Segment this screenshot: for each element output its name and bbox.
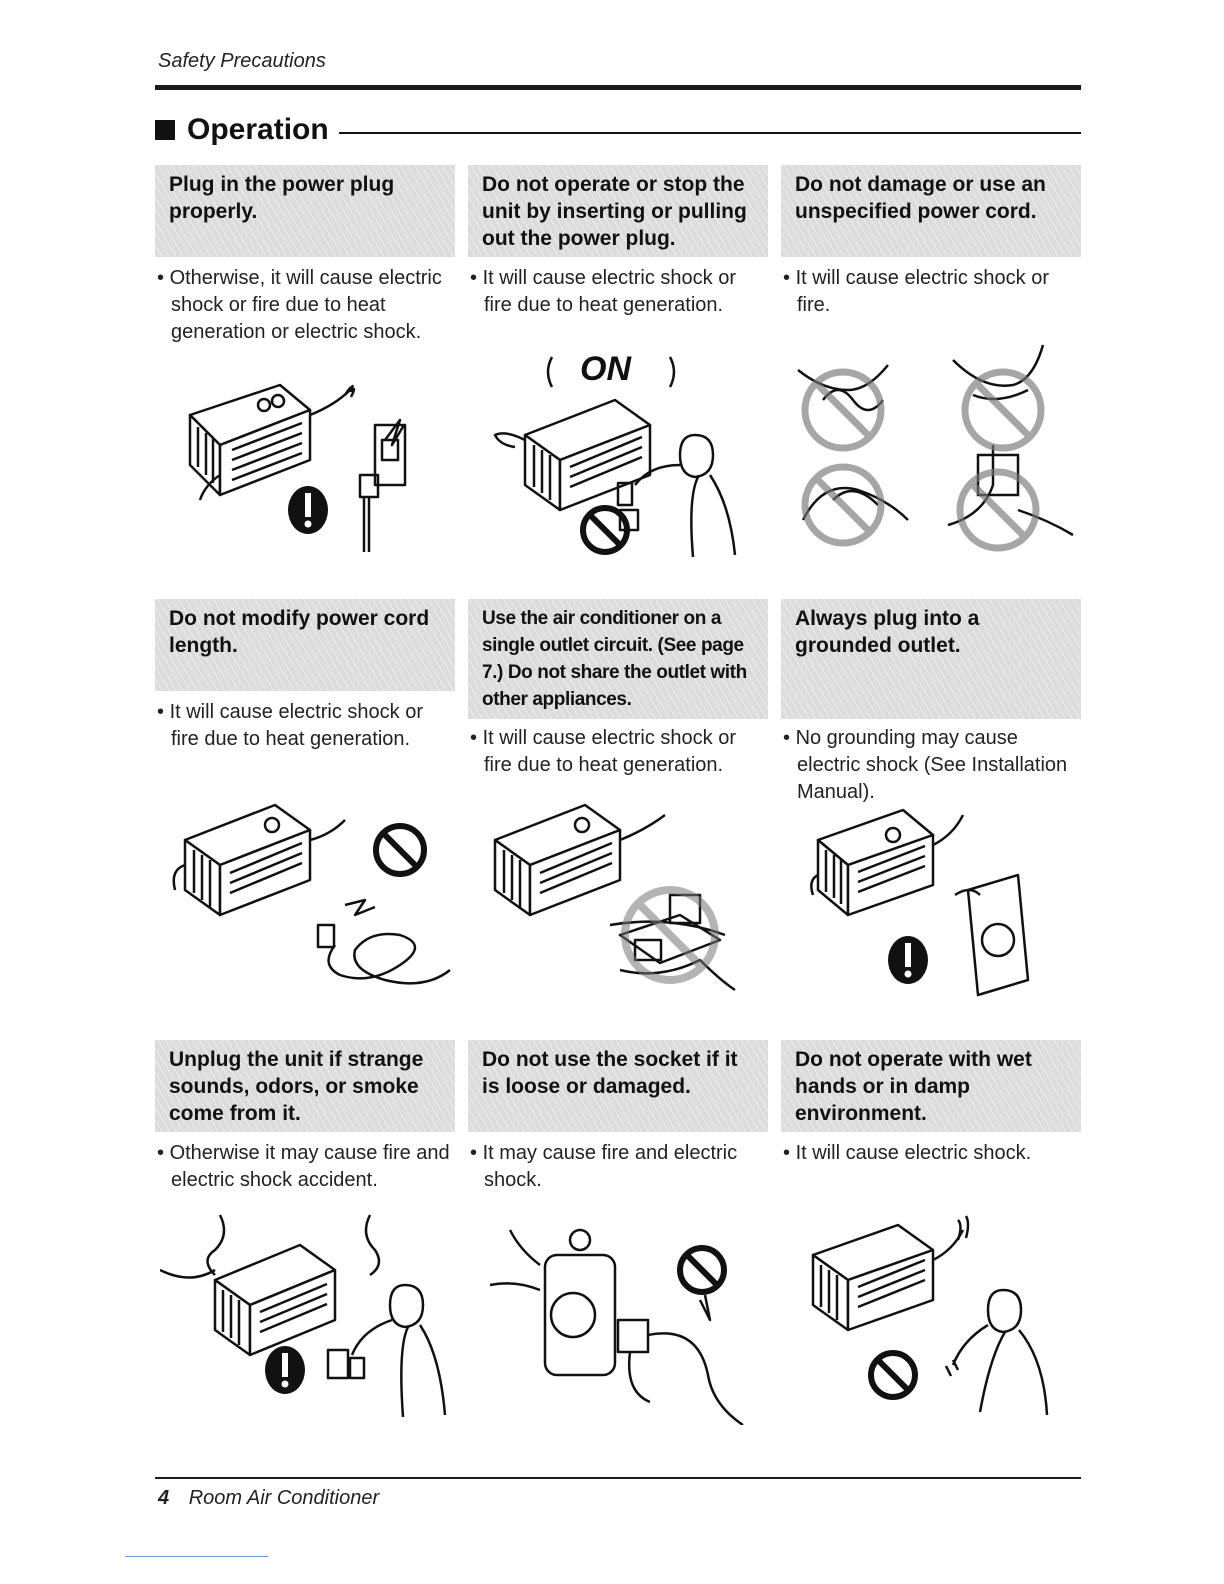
no-symbol-icon xyxy=(621,886,719,984)
precaution-note: It will cause electric shock or fire due… xyxy=(155,699,455,753)
no-symbol-icon xyxy=(580,505,630,555)
precaution-note: No grounding may cause electric shock (S… xyxy=(781,725,1081,806)
no-symbol-icon xyxy=(868,1350,918,1400)
page-footer: 4 Room Air Conditioner xyxy=(158,1487,379,1510)
plug-properly-illustration xyxy=(160,355,460,570)
precaution-heading: Unplug the unit if strange sounds, odors… xyxy=(155,1040,455,1132)
header-rule xyxy=(155,85,1081,90)
precaution-heading: Do not modify power cord length. xyxy=(155,599,455,691)
precaution-heading: Do not damage or use an unspecified powe… xyxy=(781,165,1081,257)
precaution-cell-wet-hands: Do not operate with wet hands or in damp… xyxy=(781,1040,1081,1167)
precaution-cell-single-outlet: Use the air conditioner on a single outl… xyxy=(468,599,768,779)
precaution-cell-unplug-if-strange: Unplug the unit if strange sounds, odors… xyxy=(155,1040,455,1194)
exclamation-circle-icon xyxy=(265,1346,305,1394)
precaution-heading: Plug in the power plug properly. xyxy=(155,165,455,257)
on-callout: ON xyxy=(580,350,632,388)
precaution-note: Otherwise it may cause fire and electric… xyxy=(155,1140,455,1194)
precaution-cell-grounded-outlet: Always plug into a grounded outlet. No g… xyxy=(781,599,1081,806)
no-symbol-icon xyxy=(801,368,1045,552)
on-plug-illustration: ON xyxy=(470,345,770,560)
precaution-heading: Use the air conditioner on a single outl… xyxy=(468,599,768,719)
bullet-square-icon xyxy=(155,120,175,140)
precaution-note: It will cause electric shock or fire. xyxy=(781,265,1081,319)
precaution-cell-plug-properly: Plug in the power plug properly. Otherwi… xyxy=(155,165,455,346)
unplug-strange-illustration xyxy=(160,1210,460,1425)
cord-length-illustration xyxy=(160,785,460,1000)
precaution-cell-loose-socket: Do not use the socket if it is loose or … xyxy=(468,1040,768,1194)
precaution-cell-power-cord-damage: Do not damage or use an unspecified powe… xyxy=(781,165,1081,319)
running-head: Safety Precautions xyxy=(158,50,326,72)
grounded-outlet-illustration xyxy=(783,800,1083,1015)
section-title: Operation xyxy=(187,113,329,146)
no-symbol-icon xyxy=(373,823,427,877)
single-outlet-illustration xyxy=(470,785,770,1000)
section-heading: Operation xyxy=(155,113,1081,147)
link-underline xyxy=(125,1556,268,1557)
precaution-cell-no-plug-switching: Do not operate or stop the unit by inser… xyxy=(468,165,768,319)
precaution-note: It may cause fire and electric shock. xyxy=(468,1140,768,1194)
precaution-heading: Always plug into a grounded outlet. xyxy=(781,599,1081,719)
precaution-note: It will cause electric shock or fire due… xyxy=(468,265,768,319)
exclamation-circle-icon xyxy=(888,936,928,984)
precaution-note: It will cause electric shock. xyxy=(781,1140,1081,1167)
footer-rule xyxy=(155,1477,1081,1479)
section-rule xyxy=(338,132,1081,134)
wet-hands-illustration xyxy=(783,1210,1083,1425)
precaution-note: Otherwise, it will cause electric shock … xyxy=(155,265,455,346)
page-number: 4 xyxy=(158,1487,170,1509)
footer-title: Room Air Conditioner xyxy=(188,1487,380,1509)
precaution-heading: Do not use the socket if it is loose or … xyxy=(468,1040,768,1132)
precaution-cell-cord-length: Do not modify power cord length. It will… xyxy=(155,599,455,753)
loose-socket-illustration xyxy=(470,1210,770,1425)
precaution-heading: Do not operate with wet hands or in damp… xyxy=(781,1040,1081,1132)
precaution-note: It will cause electric shock or fire due… xyxy=(468,725,768,779)
cord-damage-illustration xyxy=(783,340,1083,555)
no-symbol-icon xyxy=(677,1245,727,1295)
exclamation-circle-icon xyxy=(288,486,328,534)
precaution-heading: Do not operate or stop the unit by inser… xyxy=(468,165,768,257)
